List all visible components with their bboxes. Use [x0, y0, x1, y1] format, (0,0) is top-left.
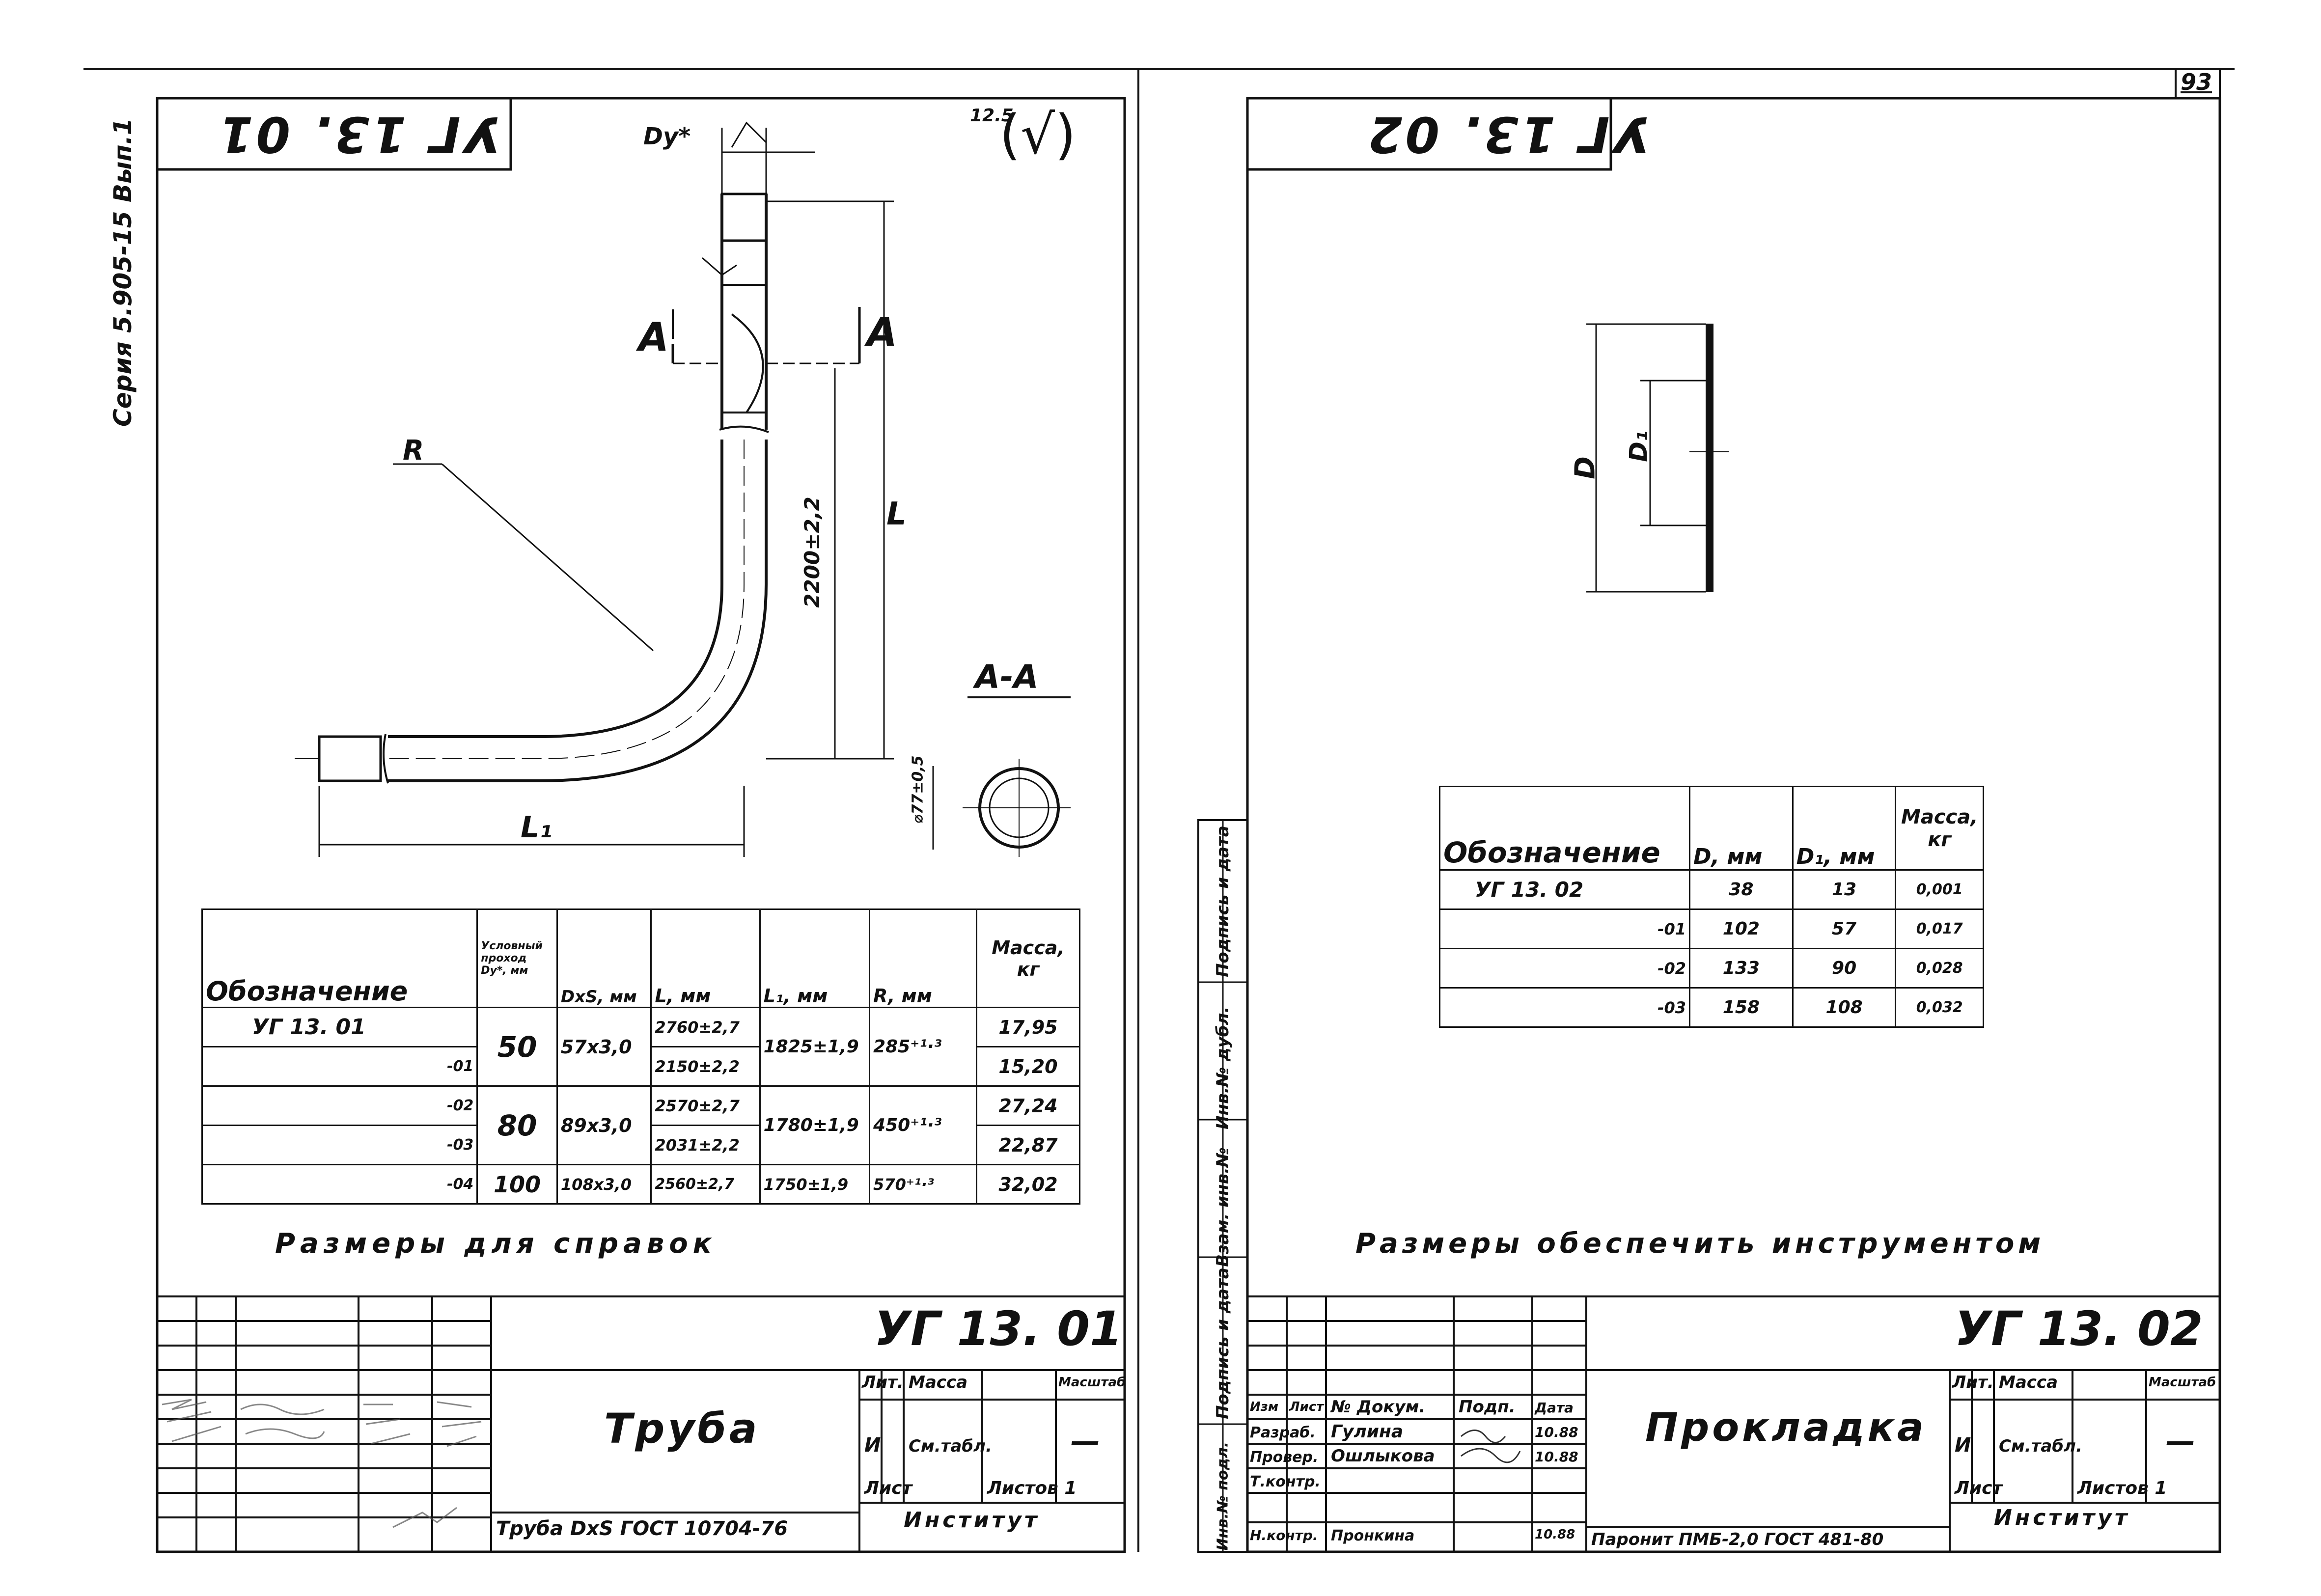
left-scale-value: — — [1071, 1424, 1100, 1458]
left-material: Труба DxS ГОСТ 10704-76 — [496, 1517, 788, 1540]
row-role-4: Н.контр. — [1250, 1527, 1318, 1543]
table-row: -03 — [1439, 987, 1690, 1028]
col-designation: Обозначение — [201, 908, 478, 1008]
dy-label: Dy* — [643, 123, 691, 150]
left-signatures — [162, 1399, 482, 1528]
hdr-date: Дата — [1535, 1400, 1574, 1416]
col-dxs: DxS, мм — [556, 908, 652, 1008]
d1-label: D₁ — [1624, 431, 1653, 462]
left-lit-label: Лит. — [862, 1373, 904, 1392]
right-note: Размеры обеспечить инструментом — [1355, 1228, 2045, 1260]
left-rotated-code: УГ 13. 01 — [216, 106, 501, 163]
col-mass: Масса, кг — [1895, 786, 1984, 871]
right-scale-label: Масштаб — [2149, 1375, 2216, 1390]
section-marker-left: A — [638, 314, 669, 360]
pipe-drawing — [295, 121, 1071, 857]
left-sheet-label: Лист — [864, 1478, 912, 1498]
table-row: УГ 13. 01 — [201, 1007, 478, 1047]
row-date-2: 10.88 — [1535, 1449, 1578, 1465]
right-part-name: Прокладка — [1645, 1404, 1927, 1450]
col-mass: Масса, кг — [976, 908, 1080, 1008]
right-lit-value: И — [1955, 1434, 1971, 1457]
hdr-list: Лист — [1289, 1400, 1324, 1414]
col-l1: L₁, мм — [759, 908, 871, 1008]
col-r: R, мм — [869, 908, 978, 1008]
right-mass-value: См.табл. — [1999, 1436, 2082, 1456]
sheet-number: 93 — [2181, 69, 2212, 95]
col-d1: D₁, мм — [1792, 786, 1897, 871]
table-row: -03 — [201, 1125, 478, 1165]
row-date-1: 10.88 — [1535, 1424, 1578, 1440]
right-title-block-grid — [1246, 1295, 2221, 1553]
col-designation: Обозначение — [1439, 786, 1690, 871]
left-scale-label: Масштаб — [1058, 1375, 1126, 1390]
radius-label: R — [403, 435, 424, 467]
row-name-2: Ошлыкова — [1331, 1446, 1435, 1466]
side-stamp-5: Инв.№ подл. — [1214, 1441, 1232, 1551]
section-marker-right: A — [867, 309, 897, 355]
left-mass-label: Масса — [909, 1373, 968, 1392]
col-dy: Условный проход Dy*, мм — [476, 908, 558, 1008]
length-dimension: 2200±2,2 — [800, 496, 824, 608]
left-sheets-label: Листов 1 — [987, 1478, 1077, 1498]
l1-label: L₁ — [521, 810, 553, 845]
right-lit-label: Лит. — [1952, 1373, 1994, 1392]
hdr-doc: № Докум. — [1331, 1397, 1426, 1417]
left-note: Размеры для справок — [275, 1228, 717, 1260]
col-l: L, мм — [650, 908, 761, 1008]
left-title-block-grid — [156, 1295, 1126, 1553]
right-scale-value: — — [2166, 1424, 2195, 1458]
side-stamp-3: Взам. инв.№ — [1213, 1147, 1233, 1267]
table-row: -01 — [1439, 908, 1690, 949]
side-stamp-4: Подпись и дата — [1213, 1267, 1233, 1419]
table-row: -02 — [1439, 948, 1690, 989]
roughness-symbol: (√) — [999, 103, 1076, 166]
left-lit-value: И — [864, 1434, 881, 1457]
right-signatures — [1456, 1422, 1530, 1471]
left-part-name: Труба — [604, 1404, 760, 1453]
length-label: L — [886, 496, 907, 532]
row-role-1: Разраб. — [1250, 1424, 1316, 1441]
section-title: A-A — [975, 658, 1039, 696]
right-rotated-code: УГ 13. 02 — [1365, 106, 1651, 163]
side-stamp-2: Инв.№ дубл. — [1213, 1006, 1233, 1129]
roughness-value: 12.5 — [970, 106, 1014, 126]
row-role-2: Провер. — [1250, 1449, 1319, 1466]
row-name-1: Гулина — [1331, 1422, 1404, 1442]
row-date-4: 10.88 — [1535, 1527, 1575, 1542]
left-org: Институт — [904, 1508, 1040, 1533]
left-drawing-code: УГ 13. 01 — [874, 1301, 1123, 1356]
pipe-table: Обозначение Условный проход Dy*, мм DxS,… — [201, 908, 1080, 1205]
table-row: -04 — [201, 1164, 478, 1205]
right-org: Институт — [1994, 1505, 2130, 1530]
right-drawing-code: УГ 13. 02 — [1955, 1301, 2203, 1356]
hdr-izm: Изм — [1250, 1400, 1279, 1414]
gasket-drawing — [1586, 323, 1729, 593]
row-name-4: Пронкина — [1331, 1527, 1415, 1544]
right-sheets-label: Листов 1 — [2077, 1478, 2167, 1498]
table-row: УГ 13. 02 — [1439, 869, 1690, 910]
right-mass-label: Масса — [1999, 1373, 2058, 1392]
gasket-table: Обозначение D, мм D₁, мм Масса, кг УГ 13… — [1439, 786, 1984, 1028]
section-diameter: ⌀77±0,5 — [909, 755, 927, 824]
hdr-sign: Подп. — [1459, 1397, 1516, 1417]
side-stamp-1: Подпись и дата — [1213, 826, 1233, 977]
table-row: -01 — [201, 1046, 478, 1087]
left-mass-value: См.табл. — [909, 1436, 992, 1456]
table-row: -02 — [201, 1085, 478, 1126]
row-role-3: Т.контр. — [1250, 1473, 1321, 1490]
d-label: D — [1569, 456, 1602, 479]
right-sheet-label: Лист — [1955, 1478, 2003, 1498]
series-label: Серия 5.905-15 Вып.1 — [109, 118, 137, 427]
col-d: D, мм — [1688, 786, 1794, 871]
right-material: Паронит ПМБ-2,0 ГОСТ 481-80 — [1591, 1530, 1884, 1549]
